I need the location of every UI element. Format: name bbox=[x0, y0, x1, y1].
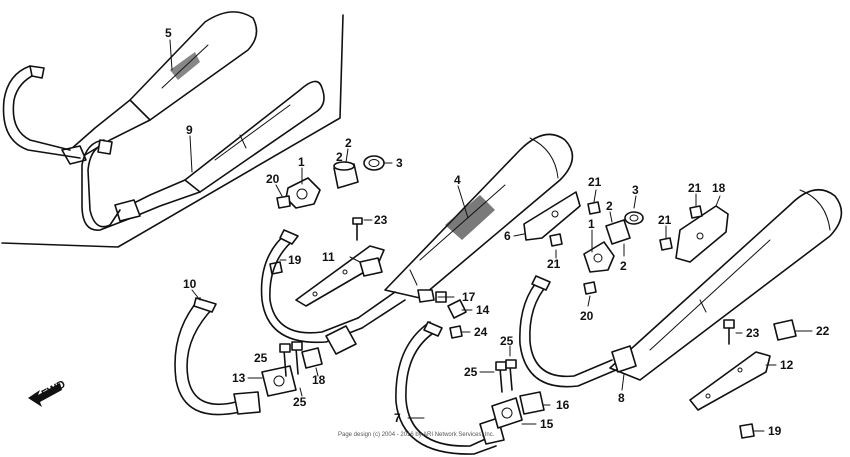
callout-25d: 25 bbox=[464, 365, 478, 379]
callout-3: 3 bbox=[396, 156, 403, 170]
collar-part-2-right bbox=[605, 219, 631, 245]
inset-frame bbox=[1, 14, 344, 248]
bolt-part-20-right bbox=[583, 281, 597, 295]
nut-part-21-d bbox=[659, 237, 673, 251]
leader-lines bbox=[169, 39, 813, 432]
callout-17: 17 bbox=[462, 290, 476, 304]
collar-part-2 bbox=[333, 161, 359, 189]
callout-2b: 2 bbox=[345, 136, 352, 150]
callout-1: 1 bbox=[298, 155, 305, 169]
muffler-part-4 bbox=[384, 133, 574, 299]
nut-part-19-bottom bbox=[739, 423, 755, 439]
callout-16: 16 bbox=[556, 398, 570, 412]
bolt-part-20-upper bbox=[276, 195, 291, 209]
callout-21a: 21 bbox=[588, 175, 602, 189]
callout-21b: 21 bbox=[547, 257, 561, 271]
callout-5: 5 bbox=[165, 26, 172, 40]
callout-14: 14 bbox=[476, 303, 490, 317]
clamp-part-13 bbox=[261, 365, 297, 397]
callout-23: 23 bbox=[374, 213, 388, 227]
callout-15: 15 bbox=[540, 417, 554, 431]
callout-20: 20 bbox=[266, 172, 280, 186]
bolt-part-23-right bbox=[723, 319, 735, 345]
rubber-part-14 bbox=[447, 299, 467, 319]
bracket-part-6 bbox=[523, 191, 581, 241]
callout-4: 4 bbox=[454, 173, 461, 187]
callout-8: 8 bbox=[618, 391, 625, 405]
nut-part-21-a bbox=[587, 201, 601, 215]
bolt-part-23-center bbox=[352, 217, 363, 241]
muffler-part-8 bbox=[609, 188, 843, 381]
callout-23-right: 23 bbox=[746, 326, 760, 340]
heat-shield-part-12 bbox=[689, 351, 771, 411]
callout-labels: 5 9 1 2 2 3 20 4 23 11 19 10 17 14 24 25… bbox=[165, 26, 830, 438]
nut-part-21-b bbox=[549, 233, 563, 247]
callout-9: 9 bbox=[186, 123, 193, 137]
callout-13: 13 bbox=[232, 371, 246, 385]
bolt-part-17 bbox=[417, 289, 447, 303]
collar-part-18-left bbox=[301, 347, 323, 369]
gasket-part-3-right bbox=[624, 211, 644, 225]
callout-25: 25 bbox=[254, 351, 268, 365]
bolt-part-25-right bbox=[495, 359, 517, 393]
collar-part-16 bbox=[519, 391, 545, 415]
callout-25c: 25 bbox=[500, 334, 514, 348]
nut-part-21-c bbox=[689, 205, 703, 219]
nut-part-24 bbox=[449, 325, 463, 339]
forward-arrow-icon bbox=[28, 383, 62, 407]
copyright-notice: Page design (c) 2004 - 2016 by ARI Netwo… bbox=[338, 432, 495, 438]
inset-muffler-upper bbox=[2, 11, 258, 165]
gasket-part-3 bbox=[363, 155, 385, 171]
callout-11: 11 bbox=[322, 250, 335, 264]
callout-10: 10 bbox=[183, 277, 197, 291]
callout-18: 18 bbox=[312, 373, 326, 387]
callout-2: 2 bbox=[336, 150, 343, 164]
callout-12: 12 bbox=[780, 358, 794, 372]
callout-25b: 25 bbox=[293, 395, 307, 409]
callout-20-right: 20 bbox=[580, 309, 594, 323]
exhaust-pipe-right bbox=[519, 275, 617, 388]
bracket-part-11 bbox=[295, 245, 385, 307]
exhaust-pipe-center-left bbox=[260, 229, 406, 344]
callout-2-right-b: 2 bbox=[620, 259, 627, 273]
flange-part-1-right bbox=[583, 241, 615, 273]
callout-24: 24 bbox=[474, 325, 488, 339]
callout-3-right: 3 bbox=[632, 183, 639, 197]
callout-22: 22 bbox=[816, 324, 830, 338]
collar-center-lower bbox=[325, 325, 357, 355]
flange-part-1 bbox=[285, 177, 321, 209]
callout-21d: 21 bbox=[658, 213, 672, 227]
callout-2-right-a: 2 bbox=[606, 199, 613, 213]
exhaust-pipe-part-10 bbox=[174, 297, 261, 416]
bolt-part-25-left bbox=[279, 341, 303, 377]
callout-19: 19 bbox=[288, 253, 302, 267]
callout-19-bottom: 19 bbox=[768, 424, 782, 438]
rubber-part-22 bbox=[773, 319, 797, 341]
callout-21c: 21 bbox=[688, 181, 702, 195]
clamp-part-15 bbox=[491, 397, 523, 429]
callout-7: 7 bbox=[394, 411, 401, 425]
callout-18-right: 18 bbox=[712, 181, 726, 195]
forward-label: FWD bbox=[40, 378, 68, 400]
callout-6: 6 bbox=[504, 229, 511, 243]
callout-1-right: 1 bbox=[588, 217, 595, 231]
inset-muffler-lower bbox=[81, 80, 325, 231]
